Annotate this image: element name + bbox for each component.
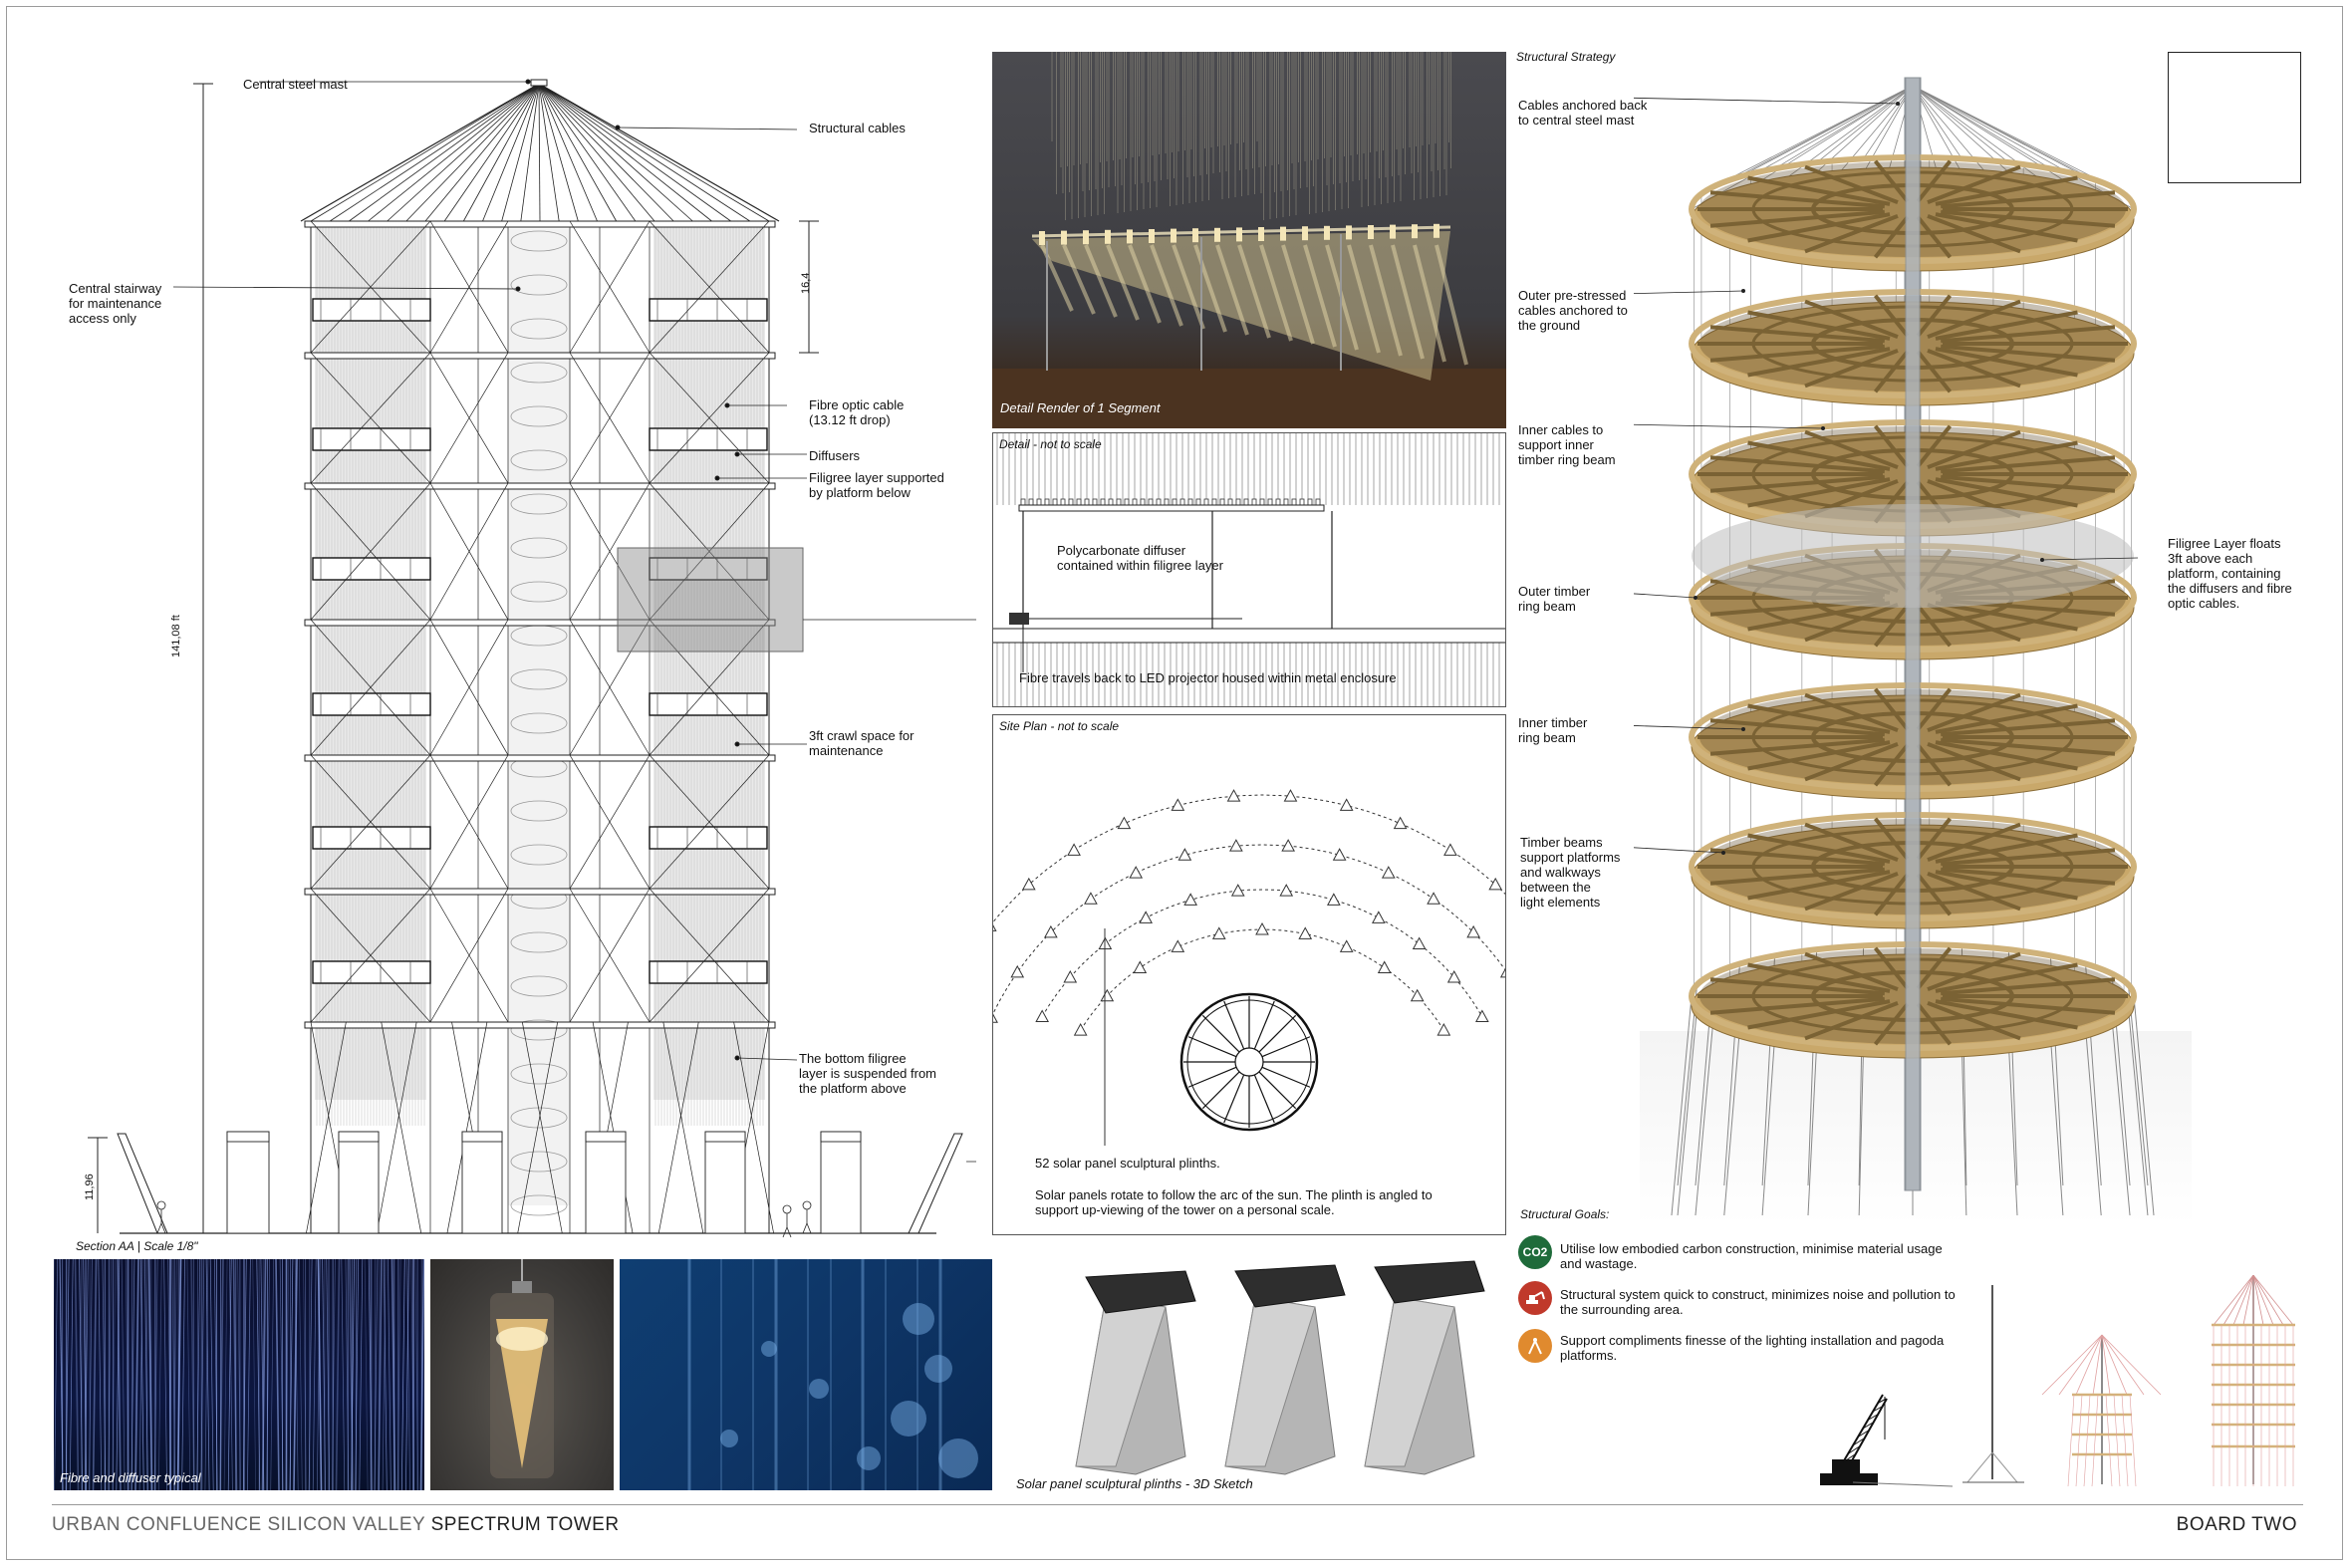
footer-divider <box>52 1504 2303 1505</box>
detail-svg <box>993 433 1505 706</box>
label-central-stairway: Central stairway for maintenance access … <box>69 281 162 326</box>
label-fibre-travels: Fibre travels back to LED projector hous… <box>1019 670 1397 685</box>
footer-title-light: URBAN CONFLUENCE SILICON VALLEY <box>52 1514 431 1535</box>
pendant-diffuser-photo <box>430 1259 614 1490</box>
board-frame <box>6 6 2343 1560</box>
label-solar-plinths: 52 solar panel sculptural plinths. <box>1035 1156 1220 1171</box>
dim-plinth-height: 11,96 <box>84 1174 96 1200</box>
label-polycarbonate-diffuser: Polycarbonate diffuser contained within … <box>1057 543 1223 573</box>
compass-icon <box>1518 1329 1552 1363</box>
label-filigree-floats: Filigree Layer floats 3ft above each pla… <box>2168 536 2292 611</box>
pendant-svg <box>490 1259 554 1478</box>
label-crawl-space: 3ft crawl space for maintenance <box>809 728 914 758</box>
label-cables-anchored-back: Cables anchored back to central steel ma… <box>1518 98 1648 128</box>
label-inner-timber-ring: Inner timber ring beam <box>1518 715 1588 745</box>
structural-goals-caption: Structural Goals: <box>1520 1207 1610 1221</box>
detail-render-caption: Detail Render of 1 Segment <box>1000 400 1161 415</box>
label-fibre-optic: Fibre optic cable (13.12 ft drop) <box>809 397 905 427</box>
structural-strategy-caption: Structural Strategy <box>1516 50 1616 64</box>
label-timber-beams: Timber beams support platforms and walkw… <box>1520 835 1621 910</box>
footer-title: URBAN CONFLUENCE SILICON VALLEY SPECTRUM… <box>52 1514 620 1536</box>
label-outer-prestressed: Outer pre-stressed cables anchored to th… <box>1518 288 1628 333</box>
fibre-diffuser-photo: Fibre and diffuser typical <box>54 1259 424 1490</box>
label-bottom-filigree: The bottom filigree layer is suspended f… <box>799 1051 937 1096</box>
dim-total-height: 141,08 ft <box>170 615 182 657</box>
bokeh-svg <box>687 1259 978 1490</box>
footer-title-bold: SPECTRUM TOWER <box>430 1514 620 1535</box>
plinth-sketch <box>1075 1260 1485 1475</box>
detail-caption: Detail - not to scale <box>999 437 1102 451</box>
detail-render-svg <box>992 52 1506 428</box>
site-plan-caption: Site Plan - not to scale <box>999 719 1120 733</box>
label-diffusers: Diffusers <box>809 448 861 463</box>
site-plan-panel: Site Plan - not to scale 52 solar panel … <box>927 714 1597 1235</box>
fibre-photo-caption: Fibre and diffuser typical <box>60 1470 201 1485</box>
detail-render-image: Detail Render of 1 Segment <box>992 52 1506 428</box>
blue-bokeh-photo <box>620 1259 992 1490</box>
plinth-sketch-caption: Solar panel sculptural plinths - 3D Sket… <box>1016 1476 1253 1491</box>
goal-support-finesse: Support compliments finesse of the light… <box>1560 1333 1945 1363</box>
label-outer-timber-ring: Outer timber ring beam <box>1518 584 1591 614</box>
label-central-steel-mast: Central steel mast <box>243 77 348 92</box>
label-inner-cables: Inner cables to support inner timber rin… <box>1518 422 1616 467</box>
site-plan-svg <box>927 789 1597 1146</box>
section-drawing <box>88 79 976 1238</box>
fibre-strands-svg <box>54 1259 424 1490</box>
co2-icon: CO2 <box>1518 1235 1552 1269</box>
section-caption: Section AA | Scale 1/8" <box>76 1239 198 1253</box>
crane-icon <box>1820 1394 1954 1487</box>
label-filigree-layer: Filigree layer supported by platform bel… <box>809 470 944 500</box>
construction-sequence <box>1820 1275 2295 1487</box>
label-solar-plinths-desc: Solar panels rotate to follow the arc of… <box>1035 1187 1433 1217</box>
detail-panel: Detail - not to scale Polycarbonate diff… <box>992 432 1506 707</box>
blank-box <box>2168 52 2301 183</box>
goal-quick-construct: Structural system quick to construct, mi… <box>1560 1287 1956 1317</box>
excavator-icon <box>1518 1281 1552 1315</box>
label-structural-cables: Structural cables <box>809 121 906 135</box>
structural-model <box>1634 77 2192 1225</box>
dim-segment-height: 16,4 <box>800 272 812 294</box>
footer-board: BOARD TWO <box>2176 1514 2297 1535</box>
goal-low-carbon: Utilise low embodied carbon construction… <box>1560 1241 1943 1271</box>
